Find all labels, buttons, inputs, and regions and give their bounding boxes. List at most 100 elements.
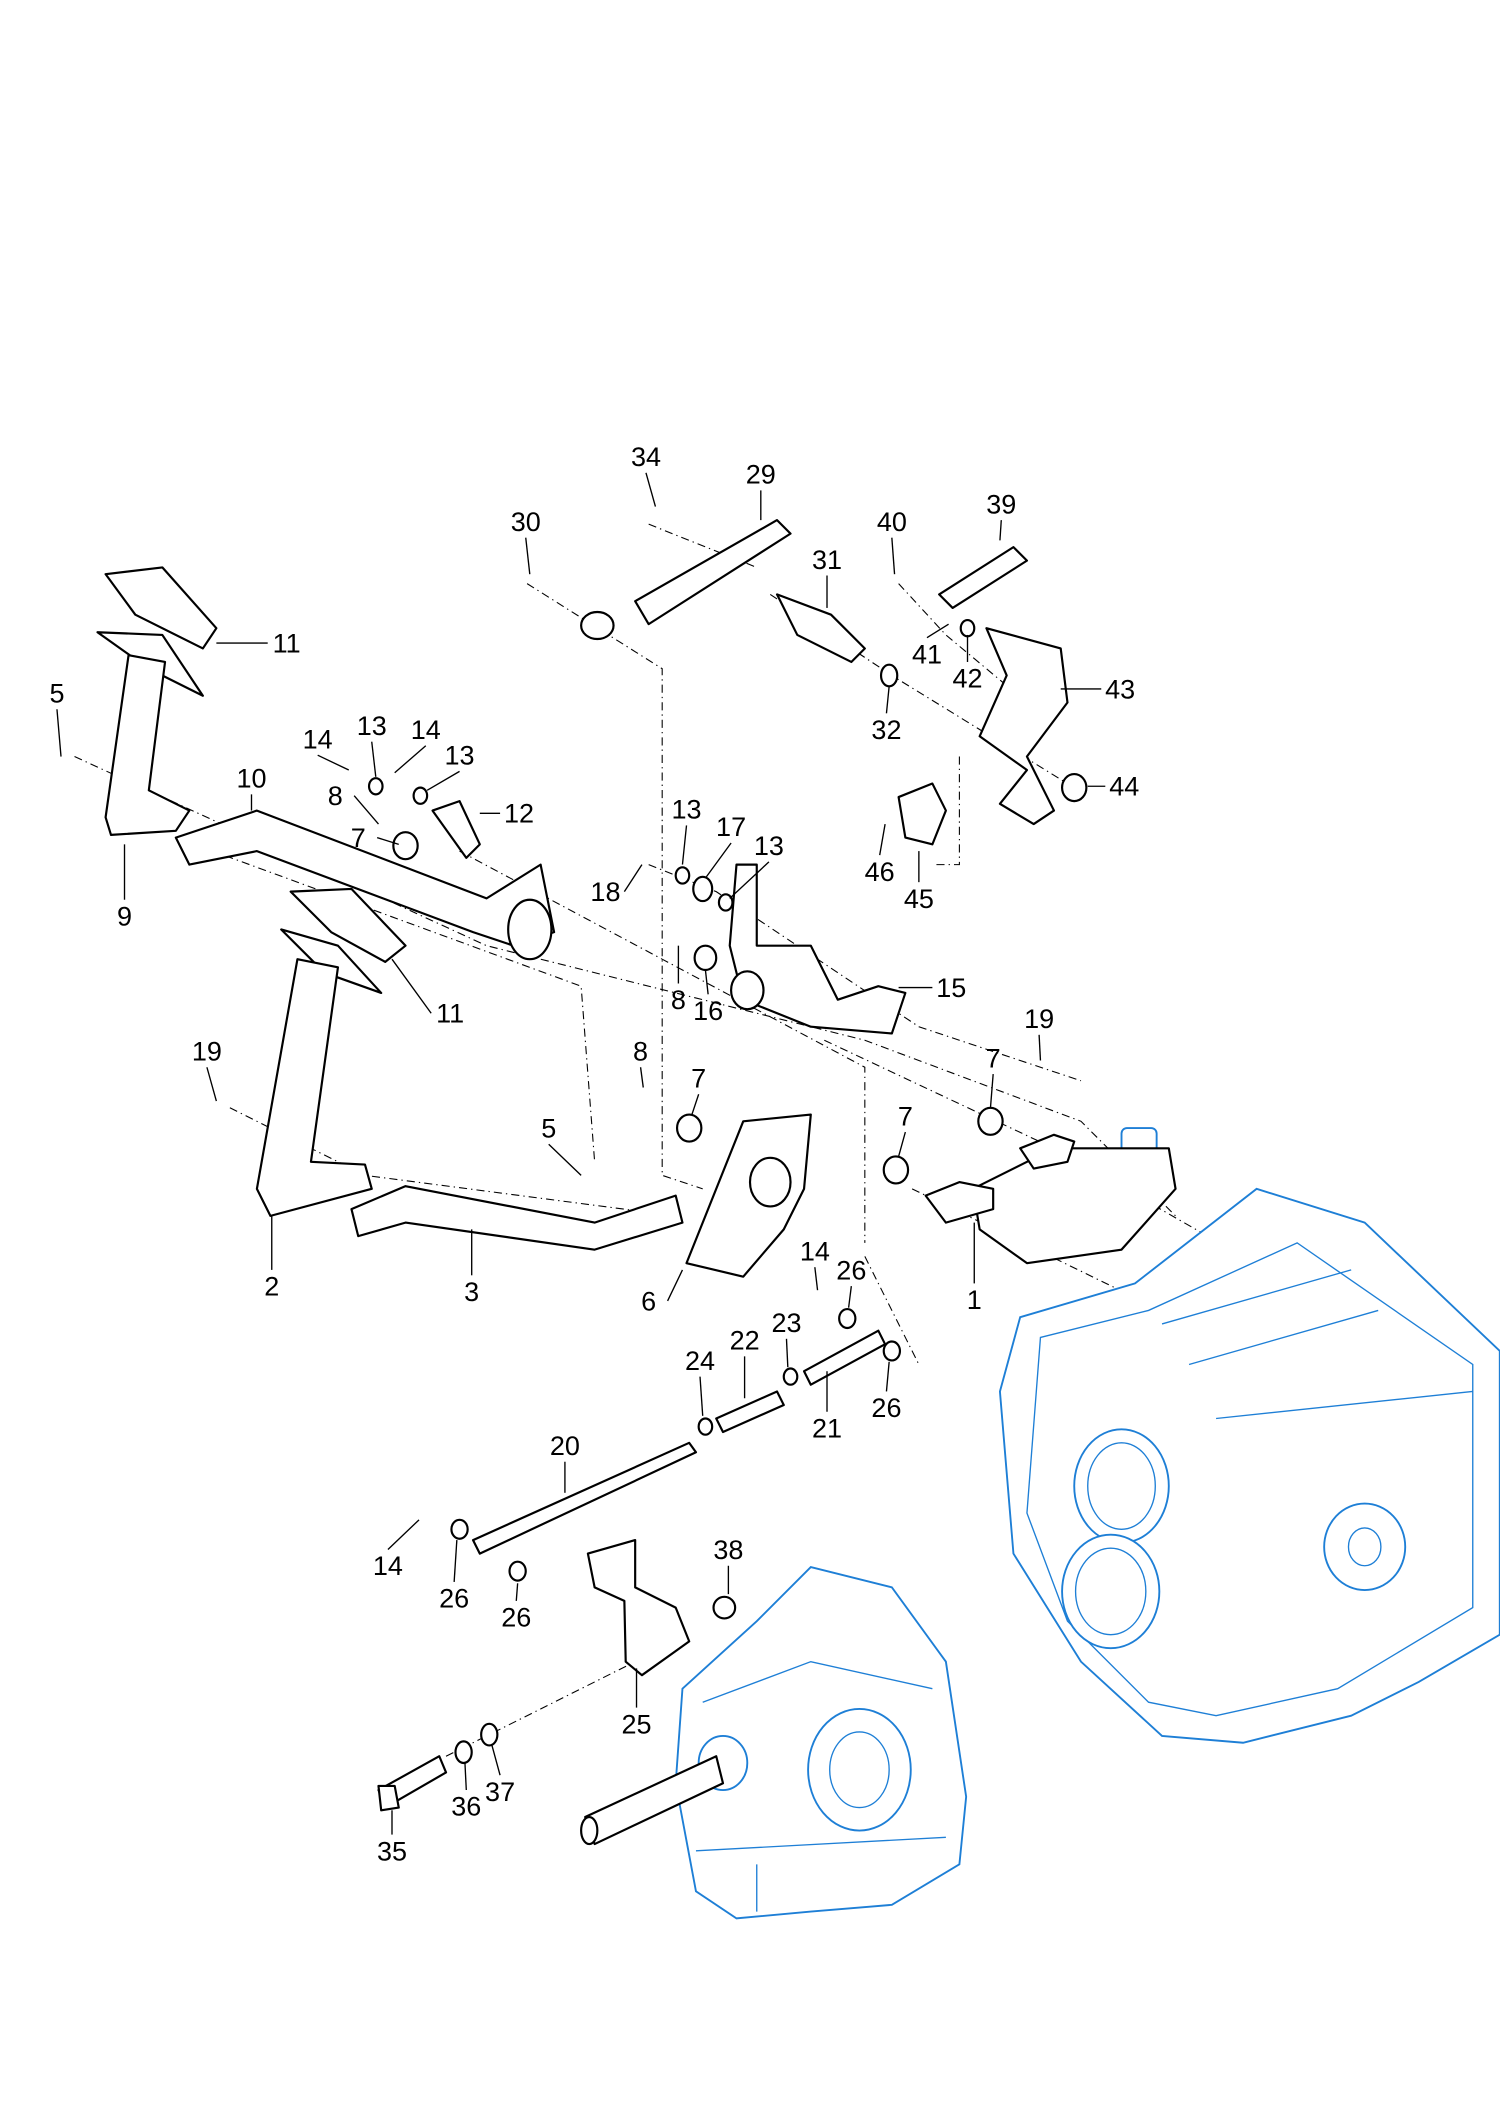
callout-37: 37: [485, 1777, 515, 1807]
leader-line: [999, 520, 1002, 541]
callout-44: 44: [1109, 772, 1139, 802]
leader-line: [847, 1286, 852, 1308]
callout-11: 11: [273, 629, 301, 659]
pedal-pad-lower: [289, 887, 407, 963]
callout-3: 3: [464, 1277, 479, 1307]
callout-17: 17: [716, 812, 746, 842]
leader-line: [426, 770, 460, 791]
leader-line: [785, 1338, 789, 1368]
leader-line: [371, 741, 377, 777]
callout-35: 35: [377, 1836, 407, 1866]
callout-29: 29: [746, 460, 776, 490]
leader-line: [376, 836, 399, 845]
bracket-43: [978, 627, 1069, 826]
callout-14: 14: [373, 1551, 403, 1581]
leader-line: [394, 745, 427, 774]
callout-30: 30: [511, 507, 541, 537]
callout-25: 25: [621, 1709, 651, 1739]
callout-22: 22: [730, 1326, 760, 1356]
callout-24: 24: [685, 1346, 715, 1376]
part-45: [897, 782, 947, 846]
callout-13: 13: [445, 741, 475, 771]
leader-line: [645, 472, 657, 507]
leader-line: [926, 623, 949, 639]
leader-line: [989, 1073, 994, 1108]
leader-line: [391, 958, 432, 1014]
callout-13: 13: [671, 795, 701, 825]
bracket-1: [971, 1147, 1177, 1265]
leader-line: [704, 969, 709, 995]
leader-line: [317, 754, 350, 771]
leader-line: [691, 1094, 700, 1115]
callout-12: 12: [504, 799, 534, 829]
callout-9: 9: [117, 901, 132, 931]
leader-line: [387, 1519, 420, 1551]
callout-26: 26: [439, 1584, 469, 1614]
leader-line: [1038, 1034, 1042, 1061]
callout-16: 16: [693, 996, 723, 1026]
leader-line: [525, 537, 531, 575]
leader-line: [879, 823, 886, 856]
callout-10: 10: [236, 764, 266, 794]
leader-line: [453, 1540, 458, 1583]
callout-11: 11: [436, 999, 464, 1029]
callout-13: 13: [357, 711, 387, 741]
pedal-link-3: [350, 1185, 684, 1251]
callout-2: 2: [264, 1272, 279, 1302]
transmission-housing-left: [580, 1566, 968, 1920]
callout-20: 20: [550, 1431, 580, 1461]
clevis-21: [802, 1329, 887, 1386]
leader-line: [491, 1745, 501, 1776]
leader-line: [885, 1361, 890, 1392]
transmission-housing-right: [998, 1127, 1500, 1744]
callout-19: 19: [1024, 1004, 1054, 1034]
leader-line: [639, 1067, 644, 1088]
bushing-44: [1060, 773, 1088, 803]
sleeve-22: [715, 1390, 785, 1434]
callout-42: 42: [952, 664, 982, 694]
leader-line: [814, 1267, 819, 1291]
callout-46: 46: [865, 857, 895, 887]
callout-13: 13: [754, 831, 784, 861]
callout-36: 36: [451, 1792, 481, 1822]
pin-31: [775, 593, 866, 664]
leader-line: [666, 1269, 684, 1302]
pedal-arm-9: [104, 654, 191, 836]
leader-line: [885, 686, 890, 714]
callout-7: 7: [691, 1064, 706, 1094]
leader-line: [515, 1583, 519, 1601]
leader-line: [464, 1762, 467, 1791]
callout-8: 8: [328, 781, 343, 811]
callout-18: 18: [590, 877, 620, 907]
shaft-29: [634, 519, 792, 626]
pedal-pad-upper: [104, 566, 218, 650]
leader-line: [56, 709, 62, 757]
callout-40: 40: [877, 507, 907, 537]
callout-38: 38: [713, 1535, 743, 1565]
callout-45: 45: [904, 884, 934, 914]
bracket-25: [586, 1539, 691, 1677]
callout-5: 5: [541, 1114, 556, 1144]
pedal-arm-2: [255, 958, 373, 1217]
leader-line: [729, 861, 770, 899]
callout-34: 34: [631, 442, 661, 472]
parts: [96, 519, 1177, 1812]
callout-14: 14: [411, 715, 441, 745]
callout-39: 39: [986, 489, 1016, 519]
callout-1: 1: [967, 1285, 982, 1315]
callout-15: 15: [936, 973, 966, 1003]
leader-line: [548, 1143, 582, 1176]
plate-12: [431, 800, 481, 859]
leader-line: [623, 864, 643, 892]
callout-8: 8: [633, 1037, 648, 1067]
callout-21: 21: [812, 1413, 842, 1443]
callout-7: 7: [351, 823, 366, 853]
callout-32: 32: [871, 715, 901, 745]
callout-5: 5: [49, 678, 64, 708]
leader-line: [353, 795, 380, 825]
spring-39: [938, 546, 1029, 610]
leader-line: [704, 842, 732, 879]
